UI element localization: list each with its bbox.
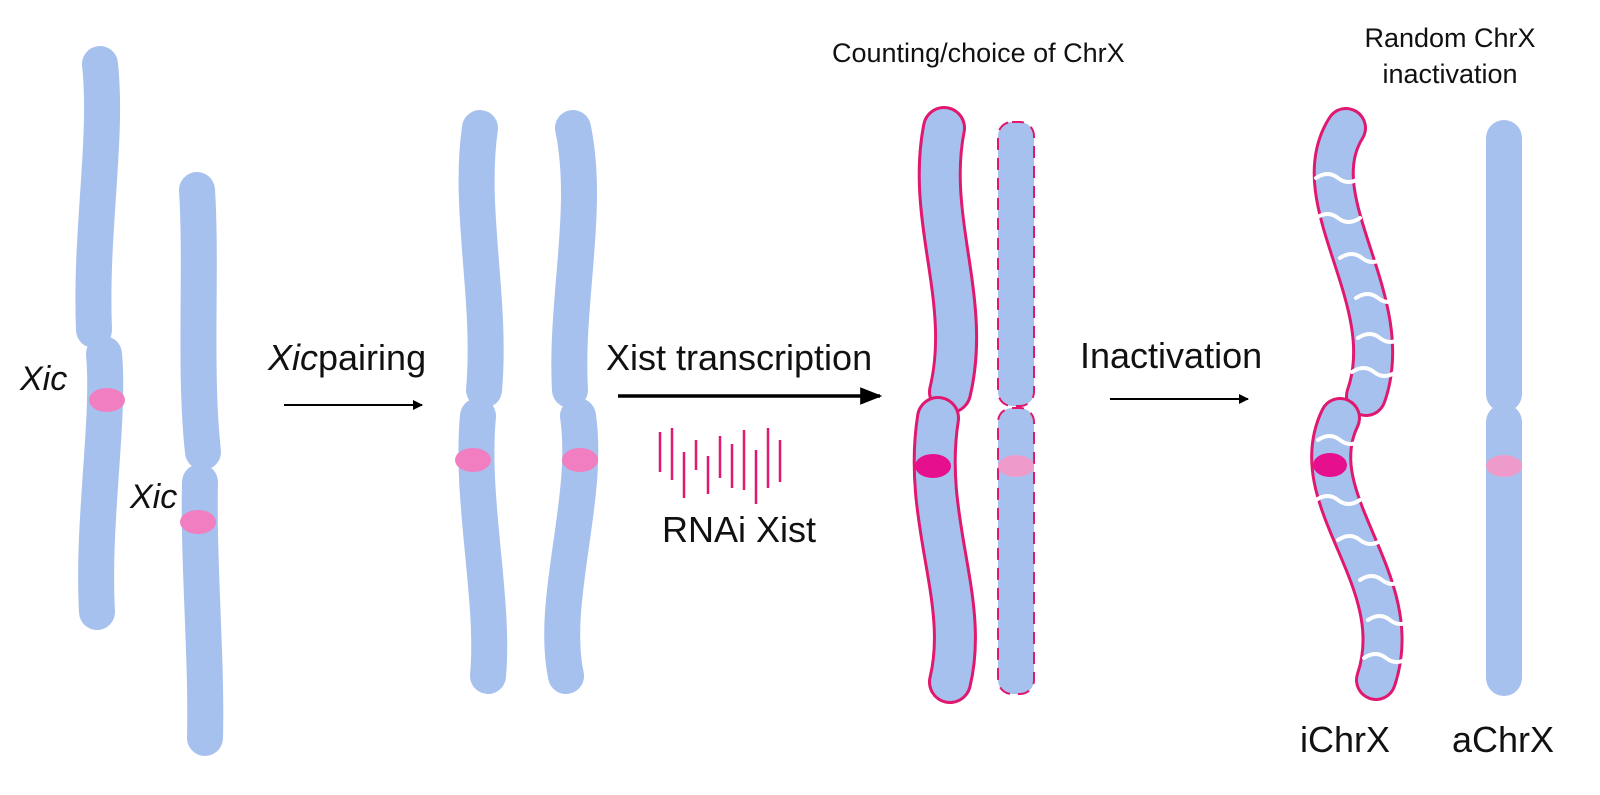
ichrx-label: iChrX bbox=[1300, 719, 1391, 760]
xic-locus bbox=[562, 448, 598, 472]
step-inactivation-label: Inactivation bbox=[1080, 335, 1263, 376]
chromosome-counted-left bbox=[912, 106, 979, 704]
chromosome-ichrx bbox=[1310, 107, 1414, 701]
step-pairing-label: Xicpairing bbox=[268, 340, 426, 376]
counting-label: Counting/choice of ChrX bbox=[832, 38, 1125, 68]
xic-label-right: Xic bbox=[130, 478, 178, 516]
chromosome-paired-right bbox=[544, 110, 599, 694]
chromosome-x-1 bbox=[75, 46, 125, 630]
xic-locus-pale bbox=[998, 455, 1034, 477]
chromosome-counted-right bbox=[997, 121, 1035, 695]
xic-locus bbox=[455, 448, 491, 472]
xic-locus-active bbox=[915, 454, 951, 478]
xic-locus bbox=[89, 388, 125, 412]
xic-label-left: Xic bbox=[20, 360, 68, 398]
chromosome-paired-left bbox=[455, 110, 508, 694]
chromosome-x-2 bbox=[179, 172, 224, 756]
rnai-label: RNAi Xist bbox=[662, 509, 817, 550]
step-transcription-label: Xist transcription bbox=[606, 337, 873, 378]
step-pairing-italic: Xic bbox=[268, 337, 319, 378]
chromosome-achrx bbox=[1486, 120, 1522, 696]
xic-locus-pale bbox=[1486, 455, 1522, 477]
xic-locus bbox=[180, 510, 216, 534]
rnai-bars-icon bbox=[658, 428, 782, 504]
step-pairing-rest: pairing bbox=[318, 337, 427, 378]
random-line-2: inactivation bbox=[1382, 59, 1518, 90]
random-inactivation-label: Random ChrX inactivation bbox=[1345, 20, 1555, 93]
xic-locus-active bbox=[1313, 453, 1347, 477]
achrx-label: aChrX bbox=[1452, 719, 1555, 760]
random-line-1: Random ChrX bbox=[1364, 23, 1536, 53]
